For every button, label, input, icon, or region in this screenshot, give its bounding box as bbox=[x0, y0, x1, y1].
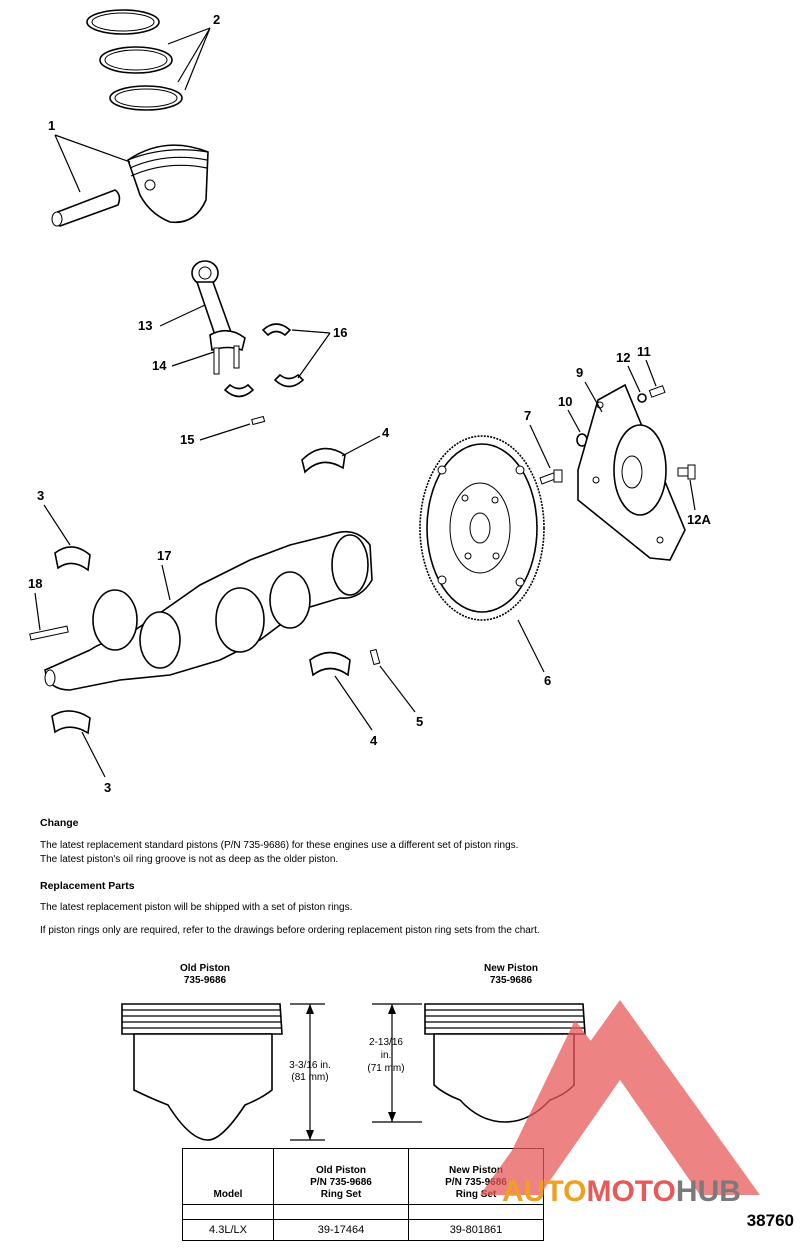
main-bearing-upper bbox=[301, 447, 346, 474]
callout-4b: 4 bbox=[370, 733, 378, 748]
old-piston-drawing bbox=[121, 1003, 283, 1141]
cell-old-ring-set: 39-17464 bbox=[273, 1219, 409, 1241]
new-piston-title: New Piston bbox=[484, 963, 538, 974]
main-bearing-lower bbox=[309, 651, 351, 677]
old-piston-height-in: 3-3/16 in. bbox=[289, 1060, 331, 1071]
callout-13: 13 bbox=[138, 318, 152, 333]
main-bearing-3b bbox=[51, 710, 91, 735]
change-paragraph-1: The latest replacement standard pistons … bbox=[40, 840, 519, 851]
replacement-paragraph-1: The latest replacement piston will be sh… bbox=[40, 902, 353, 913]
main-bearing-3a bbox=[54, 546, 91, 572]
dowel-pin bbox=[369, 648, 381, 666]
svg-text:AUTOMOTOHUB: AUTOMOTOHUB bbox=[502, 1175, 741, 1208]
old-piston-pn: 735-9686 bbox=[184, 975, 227, 986]
callout-14: 14 bbox=[152, 358, 167, 373]
washer-and-bolt bbox=[637, 385, 666, 403]
new-piston-dimension bbox=[372, 1003, 422, 1123]
table-row: 4.3L/LX 39-17464 39-801861 bbox=[182, 1219, 544, 1241]
watermark-text-moto: MOTO bbox=[586, 1175, 675, 1208]
callout-12a: 12A bbox=[687, 512, 711, 527]
header-old-ring-set: Old Piston P/N 735-9686 Ring Set bbox=[273, 1148, 409, 1205]
callout-3a: 3 bbox=[37, 488, 44, 503]
cell-new-ring-set: 39-801861 bbox=[408, 1219, 544, 1241]
callout-18: 18 bbox=[28, 576, 42, 591]
callout-1: 1 bbox=[48, 118, 55, 133]
callout-16: 16 bbox=[333, 325, 347, 340]
ring-set-table: Model Old Piston P/N 735-9686 Ring Set N… bbox=[182, 1148, 544, 1241]
flywheel bbox=[419, 435, 545, 621]
callout-5: 5 bbox=[416, 714, 423, 729]
callout-17: 17 bbox=[157, 548, 171, 563]
new-piston-height-in: 2-13/16 bbox=[369, 1037, 403, 1048]
watermark-text-auto: AUTO bbox=[502, 1175, 586, 1208]
replacement-heading: Replacement Parts bbox=[40, 880, 135, 892]
change-paragraph-2: The latest piston's oil ring groove is n… bbox=[40, 854, 339, 865]
automotohub-watermark-logo: AUTOMOTOHUB bbox=[480, 1000, 760, 1208]
piston-ring-set bbox=[86, 9, 183, 111]
crank-key bbox=[29, 625, 69, 641]
callout-11: 11 bbox=[637, 344, 651, 359]
cell-model: 4.3L/LX bbox=[182, 1219, 274, 1241]
replacement-paragraph-2: If piston rings only are required, refer… bbox=[40, 925, 540, 936]
bolt-12a bbox=[677, 464, 696, 480]
flywheel-bolt bbox=[539, 469, 563, 485]
piston-and-pin bbox=[51, 144, 209, 227]
rod-bearing-halves bbox=[223, 323, 305, 398]
table-header-row: Model Old Piston P/N 735-9686 Ring Set N… bbox=[182, 1148, 544, 1205]
adapter-plate bbox=[577, 383, 686, 561]
callout-10: 10 bbox=[558, 394, 572, 409]
callout-7: 7 bbox=[524, 408, 531, 423]
callout-9: 9 bbox=[576, 365, 583, 380]
connecting-rod bbox=[191, 260, 246, 375]
callout-3b: 3 bbox=[104, 780, 111, 795]
callout-6: 6 bbox=[544, 673, 551, 688]
callout-15: 15 bbox=[180, 432, 194, 447]
crankshaft bbox=[44, 530, 373, 691]
watermark-text-hub: HUB bbox=[676, 1175, 741, 1208]
callout-2: 2 bbox=[213, 12, 220, 27]
change-heading: Change bbox=[40, 817, 79, 829]
rod-dowel bbox=[251, 415, 266, 426]
new-piston-height-unit: in. bbox=[381, 1050, 392, 1061]
header-model: Model bbox=[182, 1148, 274, 1205]
new-piston-height-mm: (71 mm) bbox=[367, 1063, 404, 1074]
old-piston-dimension bbox=[290, 1003, 325, 1141]
callout-4a: 4 bbox=[382, 425, 390, 440]
document-number: 38760 bbox=[746, 1211, 794, 1230]
new-piston-pn: 735-9686 bbox=[490, 975, 533, 986]
old-piston-title: Old Piston bbox=[180, 963, 230, 974]
old-piston-height-mm: (81 mm) bbox=[291, 1072, 328, 1083]
callout-12: 12 bbox=[616, 350, 630, 365]
